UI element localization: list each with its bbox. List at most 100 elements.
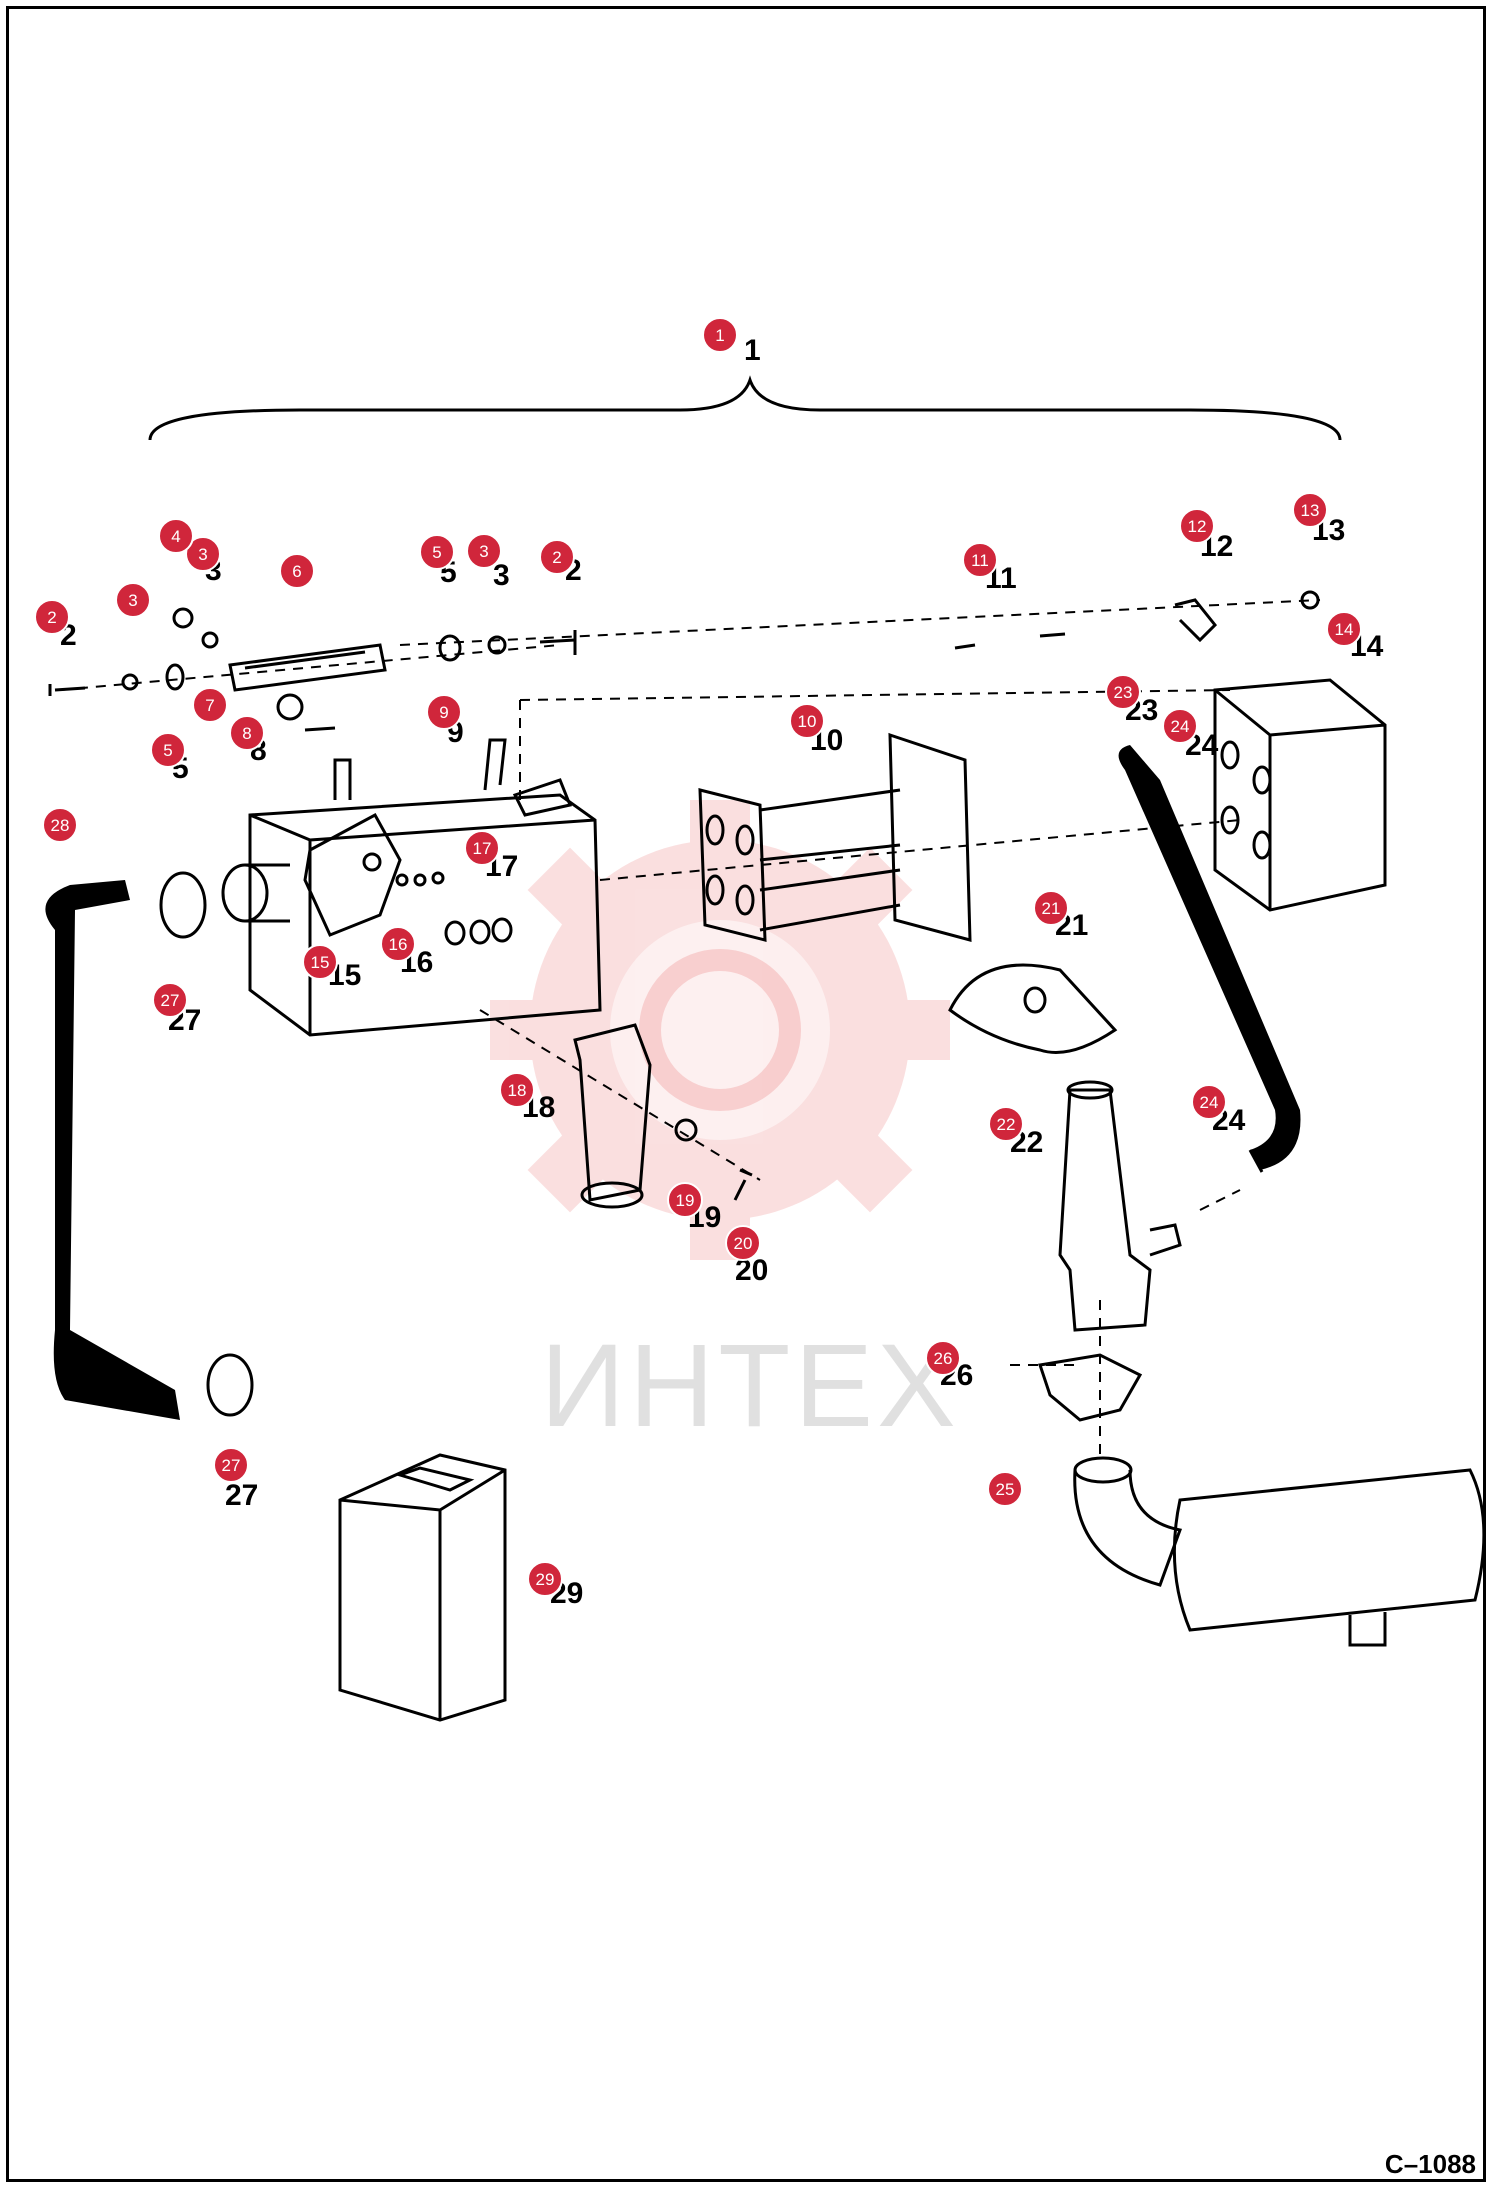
bolt-20 [733,1168,753,1201]
callout-27: 27 [213,1447,249,1483]
dash-line-8 [1199,1189,1241,1211]
dash-line-5 [599,819,1241,881]
hose-28 [45,880,180,1420]
heater-bracket-right [483,738,507,791]
svg-text:29: 29 [536,1570,555,1589]
callout-20: 20 [725,1225,761,1261]
callout-27: 27 [152,982,188,1018]
grommet [276,693,304,721]
dash-line-6 [479,1009,761,1181]
muffler-body [1172,1468,1486,1632]
callout-28: 28 [42,807,78,843]
svg-text:5: 5 [163,741,172,760]
callout-24: 24 [1162,708,1198,744]
assembly-number: 1 [744,334,761,367]
svg-text:14: 14 [1335,620,1354,639]
callout-24: 24 [1191,1084,1227,1120]
svg-text:28: 28 [51,816,70,835]
callout-29: 29 [527,1561,563,1597]
callout-1: 1 [702,317,738,353]
bolt-right [539,630,577,655]
svg-text:16: 16 [389,935,408,954]
callout-6: 6 [279,553,315,589]
svg-text:27: 27 [222,1456,241,1475]
exhaust-clamp [948,963,1118,1054]
hose-clamp-upper [159,871,207,939]
svg-text:8: 8 [242,724,251,743]
svg-text:7: 7 [205,696,214,715]
callout-5: 5 [419,534,455,570]
washer-19 [674,1118,698,1142]
callout-10: 10 [789,703,825,739]
svg-text:1: 1 [715,326,724,345]
part-number-3: 3 [493,559,510,592]
callout-16: 16 [380,926,416,962]
drawing-code: C–1088 [1384,2149,1476,2179]
sight-gauge [228,643,387,692]
svg-text:9: 9 [439,703,448,722]
callout-13: 13 [1292,492,1328,528]
nut-13 [1300,590,1320,610]
svg-text:2: 2 [47,608,56,627]
svg-text:2: 2 [552,548,561,567]
exhaust-stack [1058,1088,1152,1332]
svg-text:24: 24 [1200,1093,1219,1112]
callout-15: 15 [302,944,338,980]
svg-text:13: 13 [1301,501,1320,520]
svg-text:23: 23 [1114,683,1133,702]
dash-line-1 [59,644,561,691]
bolt-left [48,684,86,696]
heater-core-frame [888,732,972,942]
callout-17: 17 [464,830,500,866]
svg-text:6: 6 [292,562,301,581]
heater-core-plate [698,788,767,942]
svg-text:3: 3 [479,542,488,561]
callout-7: 7 [192,687,228,723]
callout-12: 12 [1179,508,1215,544]
svg-text:20: 20 [734,1234,753,1253]
svg-text:3: 3 [198,545,207,564]
valve-block [1213,678,1387,912]
heater-box [248,793,602,1037]
svg-text:19: 19 [676,1191,695,1210]
washer-left [165,663,185,691]
battery [338,1453,507,1722]
assembly-brace [148,375,1342,441]
callout-3: 3 [115,582,151,618]
hose-23 [1118,745,1301,1170]
clamp-26 [1038,1353,1143,1422]
screw-8 [304,726,336,732]
callout-22: 22 [988,1106,1024,1142]
bolt-11b [1039,632,1066,638]
svg-text:22: 22 [997,1115,1016,1134]
washer-right [438,634,462,662]
heater-bracket-left [333,758,352,800]
svg-text:21: 21 [1042,899,1061,918]
svg-text:10: 10 [798,712,817,731]
heater-latch [512,778,573,817]
cover-plate [303,812,402,937]
fuel-pump [573,1023,652,1202]
callout-2: 2 [34,599,70,635]
callout-23: 23 [1105,674,1141,710]
svg-text:5: 5 [432,543,441,562]
callout-11: 11 [962,542,998,578]
svg-text:4: 4 [171,527,180,546]
callout-3: 3 [466,533,502,569]
callout-19: 19 [667,1182,703,1218]
nut-right [487,635,507,655]
diagram-frame [6,6,1486,2182]
svg-text:25: 25 [996,1480,1015,1499]
svg-text:24: 24 [1171,717,1190,736]
muffler-pipe [1073,1469,1183,1587]
callout-4: 4 [158,518,194,554]
clip-12 [1174,598,1218,643]
callout-5: 5 [150,732,186,768]
svg-text:12: 12 [1188,517,1207,536]
callout-18: 18 [499,1072,535,1108]
svg-text:11: 11 [971,551,989,570]
nut-upper [172,607,194,629]
callout-14: 14 [1326,611,1362,647]
callout-25: 25 [987,1471,1023,1507]
